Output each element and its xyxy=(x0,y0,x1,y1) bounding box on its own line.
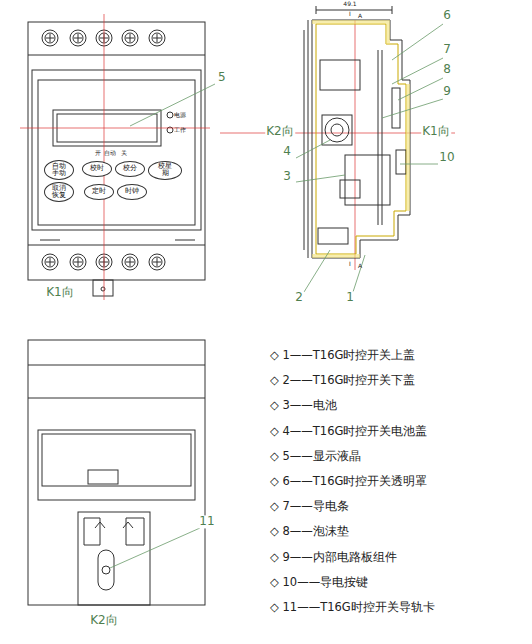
callout-number: 10 xyxy=(438,151,455,164)
switch-mark: 关 xyxy=(121,150,127,157)
button-label: 定时 xyxy=(91,188,107,195)
view-label: K2向 xyxy=(89,614,119,627)
button-label: 校星期 xyxy=(157,163,173,178)
parts-list-item: ◇ 1——T16G时控开关上盖 xyxy=(270,349,415,362)
section-mark: I xyxy=(349,261,351,268)
section-mark: I xyxy=(349,11,351,18)
front-view xyxy=(28,22,205,296)
view-label: K1向 xyxy=(45,286,75,299)
panel-button: 时钟 xyxy=(117,184,147,200)
dimension: 49.1 xyxy=(343,1,356,8)
panel-button: 取消 恢复 xyxy=(44,182,74,202)
callout-number: 6 xyxy=(442,9,452,22)
parts-list-item: ◇ 7——导电条 xyxy=(270,500,349,513)
button-label: 自动 手动 xyxy=(51,163,67,178)
callout-number: 8 xyxy=(442,63,452,76)
panel-button: 校分 xyxy=(115,161,145,177)
parts-list-item: ◇ 2——T16G时控开关下盖 xyxy=(270,374,415,387)
panel-button: 校时 xyxy=(82,161,112,177)
side-view xyxy=(304,6,410,258)
section-mark: A xyxy=(358,13,362,20)
parts-list-item: ◇ 11——T16G时控开关导轨卡 xyxy=(270,601,435,614)
callout-number: 1 xyxy=(345,291,355,304)
callout-number: 5 xyxy=(217,71,227,84)
callout-number: 9 xyxy=(442,85,452,98)
indicator-label: 电源 xyxy=(174,112,186,119)
parts-list-item: ◇ 9——内部电路板组件 xyxy=(270,550,397,563)
indicator-label: 工作 xyxy=(174,127,186,134)
housing-fill xyxy=(312,20,410,258)
bottom-leader xyxy=(110,528,200,568)
parts-list-item: ◇ 4——T16G时控开关电池盖 xyxy=(270,424,427,437)
switch-mark: 自动 xyxy=(104,150,116,157)
leader-lines xyxy=(130,84,215,126)
bottom-view xyxy=(28,340,205,605)
side-leaders xyxy=(296,24,443,292)
section-mark: A xyxy=(358,263,362,270)
panel-button: 自动 手动 xyxy=(44,160,74,180)
panel-button: 定时 xyxy=(84,184,114,200)
parts-list-item: ◇ 10——导电按键 xyxy=(270,575,368,588)
button-label: 校分 xyxy=(122,165,138,172)
button-label: 时钟 xyxy=(124,188,140,195)
panel-button: 校星期 xyxy=(148,161,182,180)
callout-number: 2 xyxy=(294,291,304,304)
parts-list-item: ◇ 8——泡沫垫 xyxy=(270,525,349,538)
center-lines xyxy=(20,14,455,300)
callout-number: 11 xyxy=(198,515,215,528)
button-label: 取消 恢复 xyxy=(51,185,67,200)
view-label: K2向 xyxy=(265,125,295,138)
callout-number: 7 xyxy=(442,43,452,56)
parts-list-item: ◇ 6——T16G时控开关透明罩 xyxy=(270,475,427,488)
switch-mark: 开 xyxy=(95,150,101,157)
callout-number: 3 xyxy=(282,170,292,183)
button-label: 校时 xyxy=(89,165,105,172)
parts-list-item: ◇ 3——电池 xyxy=(270,399,337,412)
view-label: K1向 xyxy=(421,125,451,138)
parts-list-item: ◇ 5——显示液晶 xyxy=(270,449,361,462)
callout-number: 4 xyxy=(282,145,292,158)
top-terminals xyxy=(42,30,165,270)
